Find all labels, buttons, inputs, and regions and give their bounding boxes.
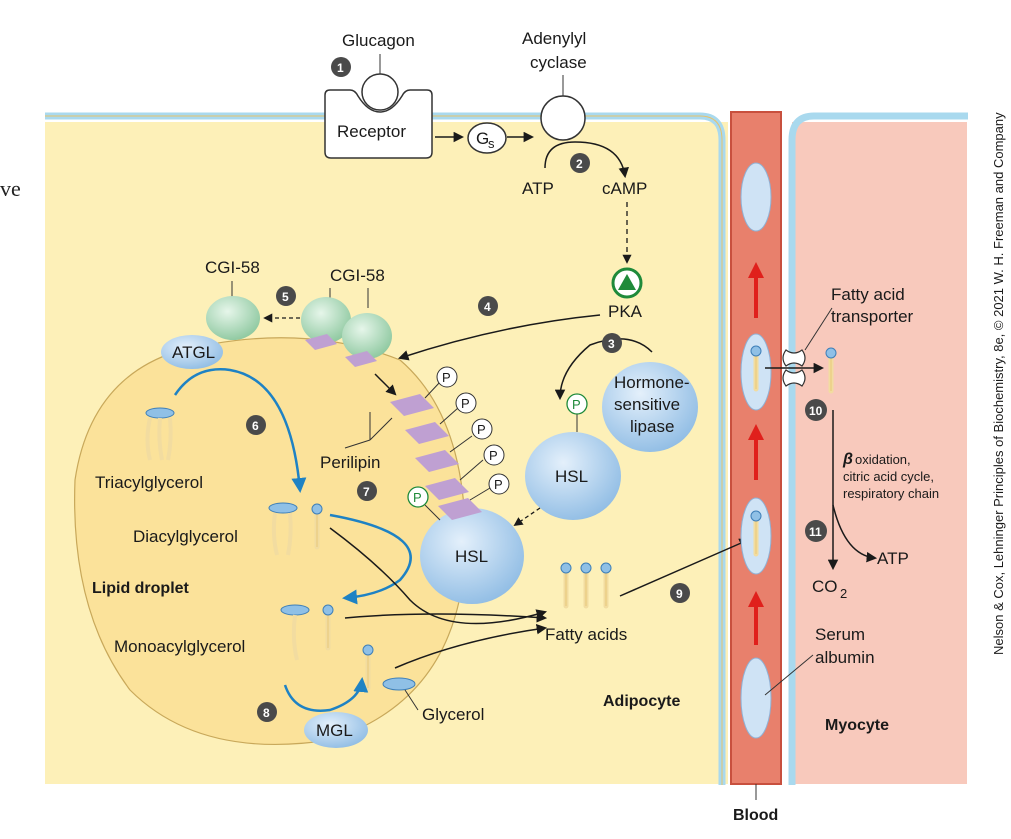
lipid-droplet-label: Lipid droplet: [92, 580, 190, 597]
step-3: 3: [608, 337, 615, 351]
phospho-1: P: [442, 370, 451, 385]
hsl-label: HSL: [555, 467, 588, 486]
adenylyl-label-2: cyclase: [530, 53, 587, 72]
step-1: 1: [337, 61, 344, 75]
hsl-bound: [420, 508, 524, 604]
adenylyl-cyclase: [540, 95, 586, 141]
hsl-label-3: lipase: [630, 417, 674, 436]
phospho-3: P: [477, 422, 486, 437]
hsl-label-2: sensitive: [614, 395, 680, 414]
gs-subscript: s: [488, 136, 495, 151]
atp-top-label: ATP: [522, 179, 554, 198]
credit-line: Nelson & Cox, Lehninger Principles of Bi…: [991, 112, 1006, 655]
cgi58-right-2: [342, 313, 392, 359]
step-6: 6: [252, 419, 259, 433]
glycerol-label: Glycerol: [422, 705, 484, 724]
step-5: 5: [282, 290, 289, 304]
step-9: 9: [676, 587, 683, 601]
adipocyte-label: Adipocyte: [603, 693, 680, 710]
receptor-shape: [324, 89, 433, 159]
step-7: 7: [363, 485, 370, 499]
cac-label: citric acid cycle,: [843, 469, 934, 484]
gs-protein: [467, 122, 507, 154]
gs-label: G: [476, 129, 489, 148]
perilipin-cluster: [390, 366, 510, 520]
serum-label-2: albumin: [815, 648, 875, 667]
step-11: 11: [809, 525, 822, 539]
monoacylglycerol-molecule: [280, 605, 333, 661]
myocyte-membrane: [788, 112, 968, 785]
triacylglycerol-label: Triacylglycerol: [95, 473, 203, 492]
monoacylglycerol-label: Monoacylglycerol: [114, 637, 245, 656]
cgi58-right-1: [301, 297, 351, 343]
fatty-acid-transporter: [782, 349, 806, 387]
mgl-label: MGL: [316, 721, 353, 740]
mgl: [304, 712, 368, 748]
glucagon-label: Glucagon: [342, 31, 415, 50]
perilipin-label: Perilipin: [320, 453, 380, 472]
cgi58-left-label: CGI-58: [205, 258, 260, 277]
atgl: [161, 335, 223, 369]
atp-bottom-label: ATP: [877, 549, 909, 568]
step-10: 10: [809, 404, 823, 418]
myocyte-label: Myocyte: [825, 717, 889, 734]
hsl-phosphorylated: [525, 432, 621, 520]
step-2: 2: [576, 157, 583, 171]
step-8: 8: [263, 706, 270, 720]
myocyte-cytoplasm: [792, 122, 967, 784]
diacylglycerol-molecule: [268, 503, 322, 556]
phospho-hsl-bound: P: [413, 490, 422, 505]
step-4: 4: [484, 300, 491, 314]
camp-label: cAMP: [602, 179, 647, 198]
fa-transporter-label-2: transporter: [831, 307, 914, 326]
fa-transporter-label-1: Fatty acid: [831, 285, 905, 304]
hsl-bound-label: HSL: [455, 547, 488, 566]
phospho-hsl: P: [572, 397, 581, 412]
albumin-1: [740, 162, 772, 232]
blood-label: Blood: [733, 807, 778, 824]
pka-label: PKA: [608, 302, 643, 321]
cgi58-left: [206, 296, 260, 340]
phospho-5: P: [494, 477, 503, 492]
hsl-label-1: Hormone-: [614, 373, 690, 392]
triacylglycerol-molecule: [145, 407, 175, 461]
co2-label: CO: [812, 577, 838, 596]
albumin-4: [740, 657, 772, 739]
receptor-label: Receptor: [337, 122, 406, 141]
diacylglycerol-label: Diacylglycerol: [133, 527, 238, 546]
respiratory-label: respiratory chain: [843, 486, 939, 501]
hormone-sensitive-lipase: [602, 362, 698, 452]
phospho-4: P: [489, 448, 498, 463]
stray-text: ve: [0, 176, 21, 201]
blood-flow-arrows: [748, 262, 764, 645]
beta-symbol: β: [842, 451, 853, 468]
phospho-2: P: [461, 396, 470, 411]
cgi58-right-label: CGI-58: [330, 266, 385, 285]
co2-subscript: 2: [840, 586, 847, 601]
fatty-acids-group: [561, 563, 611, 606]
glucagon-molecule: [361, 73, 399, 111]
serum-label-1: Serum: [815, 625, 865, 644]
fatty-acids-label: Fatty acids: [545, 625, 627, 644]
beta-oxidation-label: oxidation,: [855, 452, 911, 467]
adenylyl-label-1: Adenylyl: [522, 29, 586, 48]
atgl-label: ATGL: [172, 343, 215, 362]
glycerol-molecule: [382, 677, 416, 691]
